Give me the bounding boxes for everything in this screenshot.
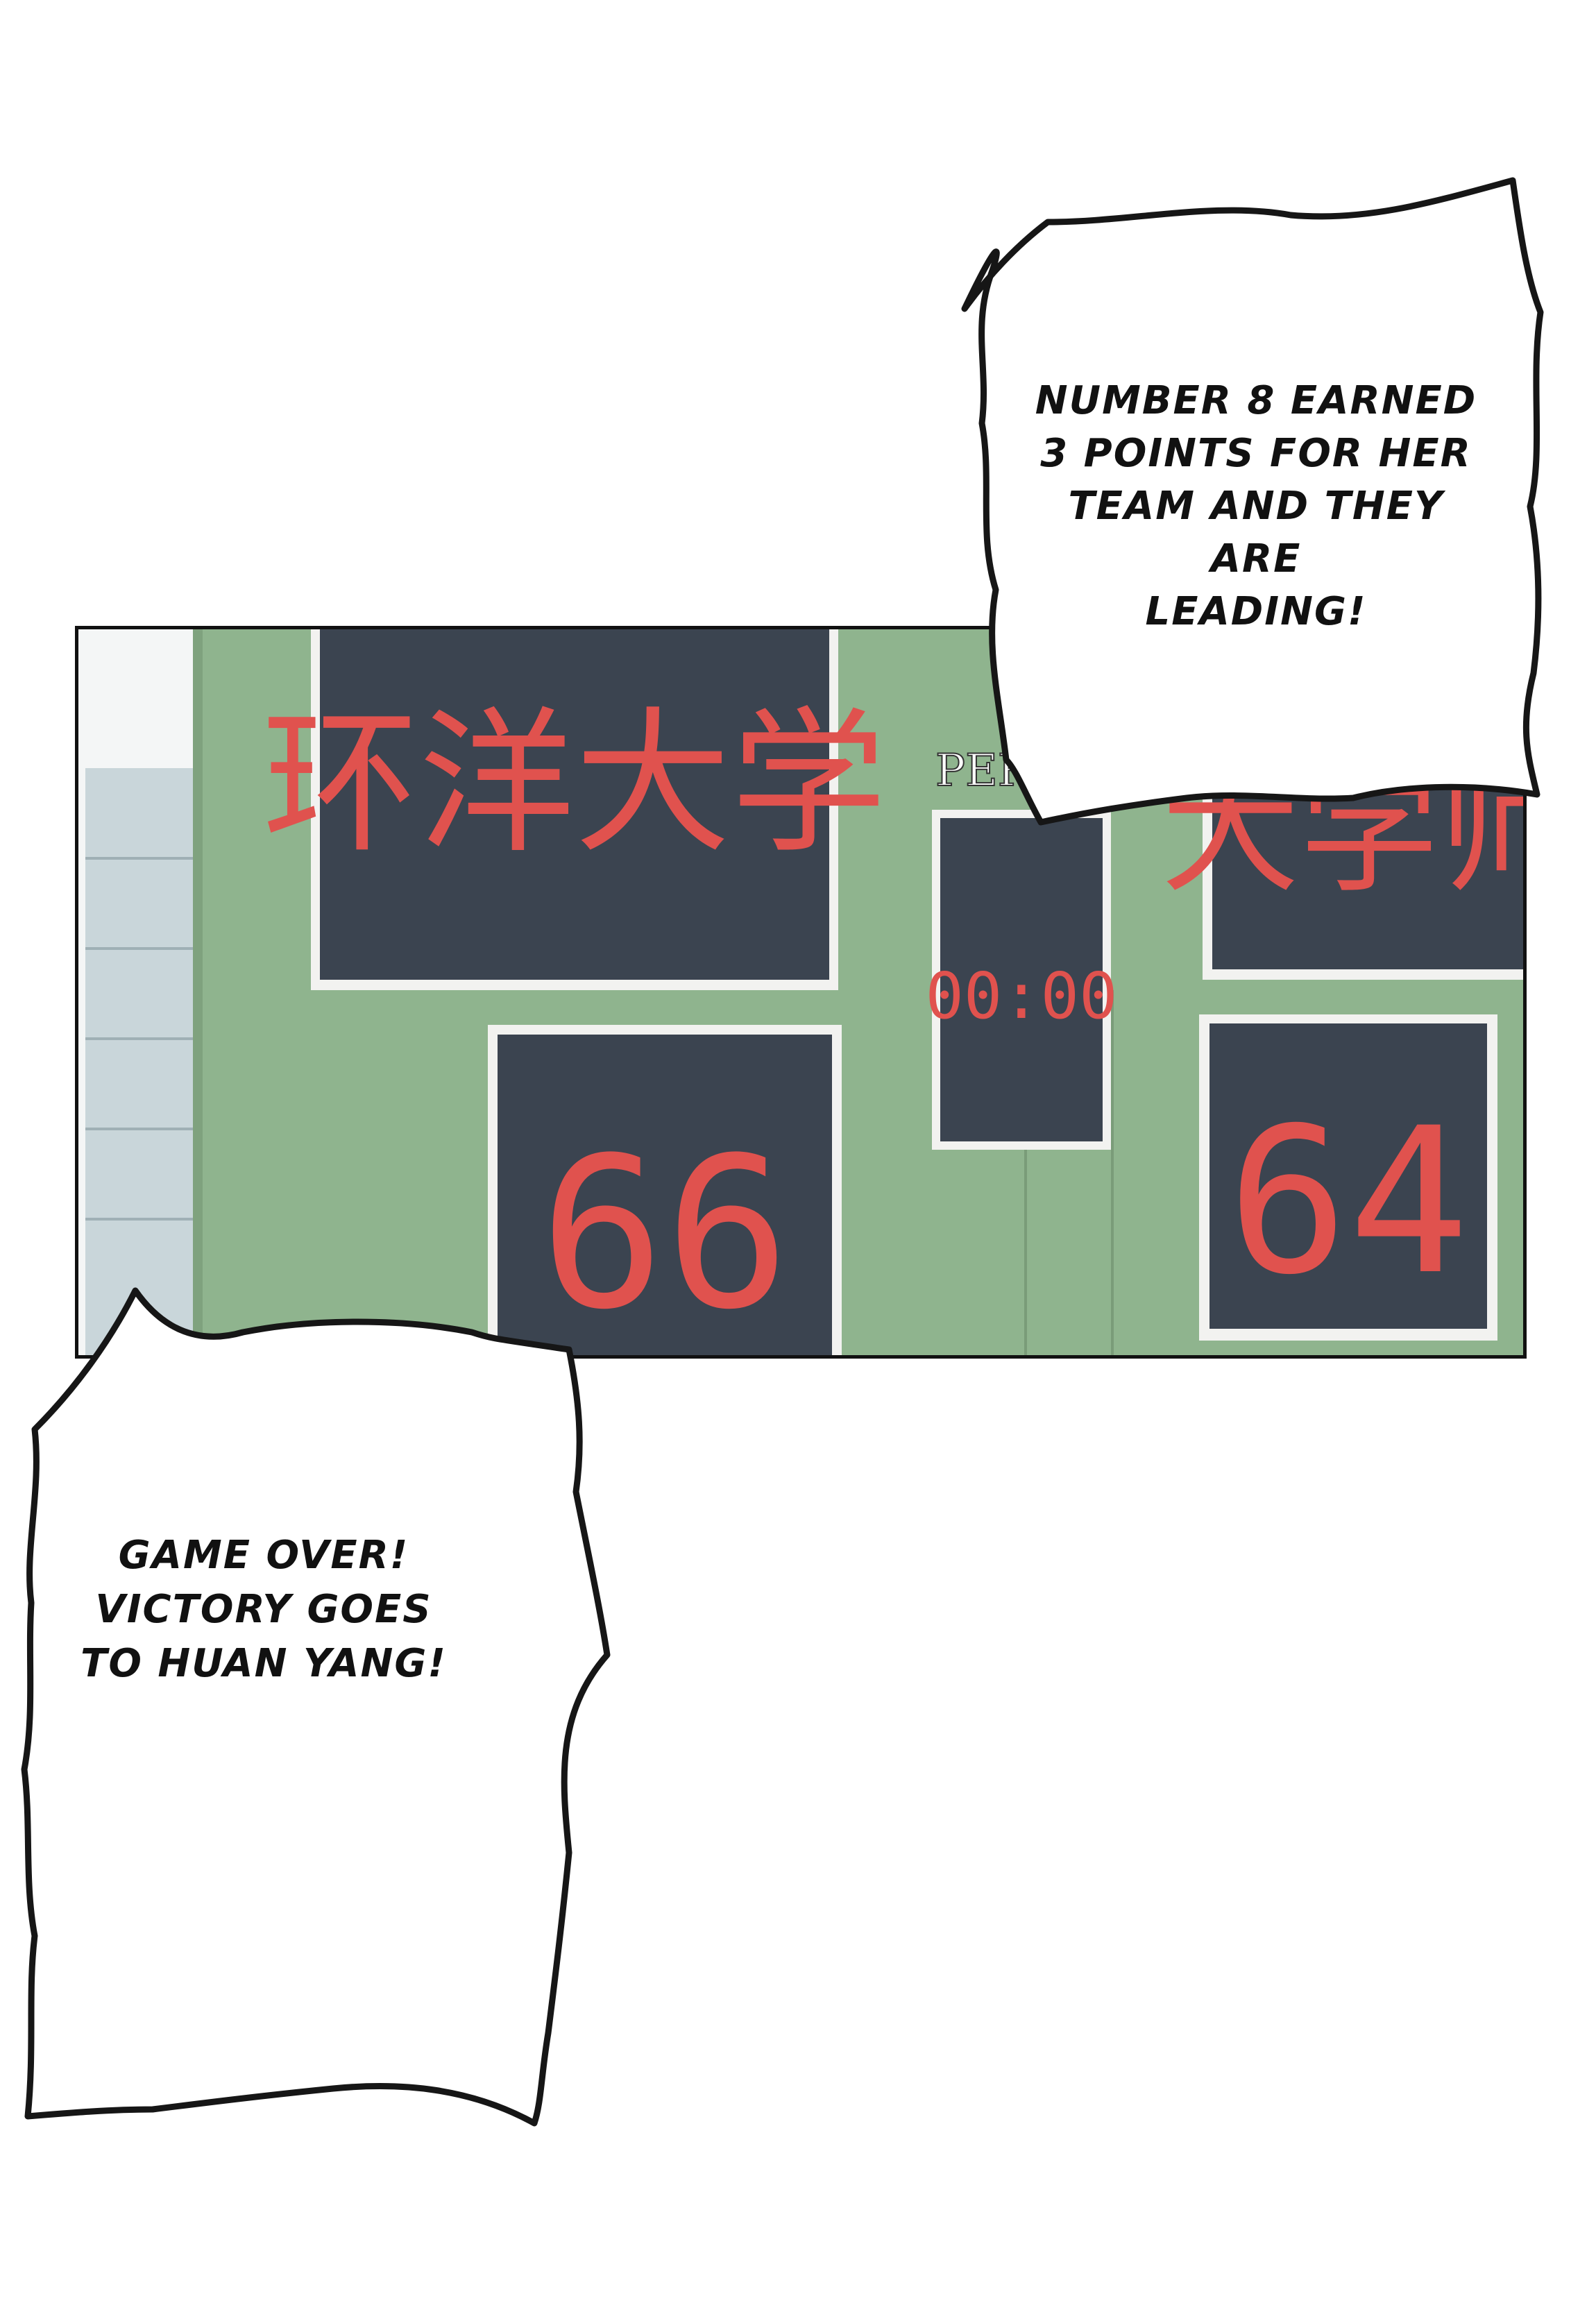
bubble-line: TEAM AND THEY ARE (1068, 484, 1444, 581)
bubble-line: NUMBER 8 EARNED (1035, 378, 1477, 423)
bubble-line: 3 POINTS FOR HER (1040, 431, 1472, 476)
bubble-line: LEADING! (1145, 589, 1367, 634)
announcer-bubble-bottom: GAME OVER! VICTORY GOES TO HUAN YANG! (14, 1284, 611, 2137)
bubble-line: GAME OVER! (118, 1533, 409, 1578)
announcer-bubble-top: NUMBER 8 EARNED 3 POINTS FOR HER TEAM AN… (961, 173, 1547, 840)
home-team-name: 环洋大学 (262, 693, 887, 875)
clock-screen (940, 818, 1103, 1141)
left-window (85, 768, 193, 1355)
home-score: 66 (539, 1113, 790, 1355)
clock-display: 00:00 (926, 959, 1118, 1033)
home-name-screen (320, 629, 829, 980)
away-score-screen (1209, 1023, 1487, 1329)
away-score: 64 (1227, 1085, 1469, 1319)
bubble-line: VICTORY GOES (95, 1587, 432, 1632)
bubble-shape (21, 1287, 611, 2127)
bubble-line: TO HUAN YANG! (80, 1641, 447, 1686)
home-score-screen (498, 1035, 832, 1355)
bubble-shape (961, 177, 1544, 826)
